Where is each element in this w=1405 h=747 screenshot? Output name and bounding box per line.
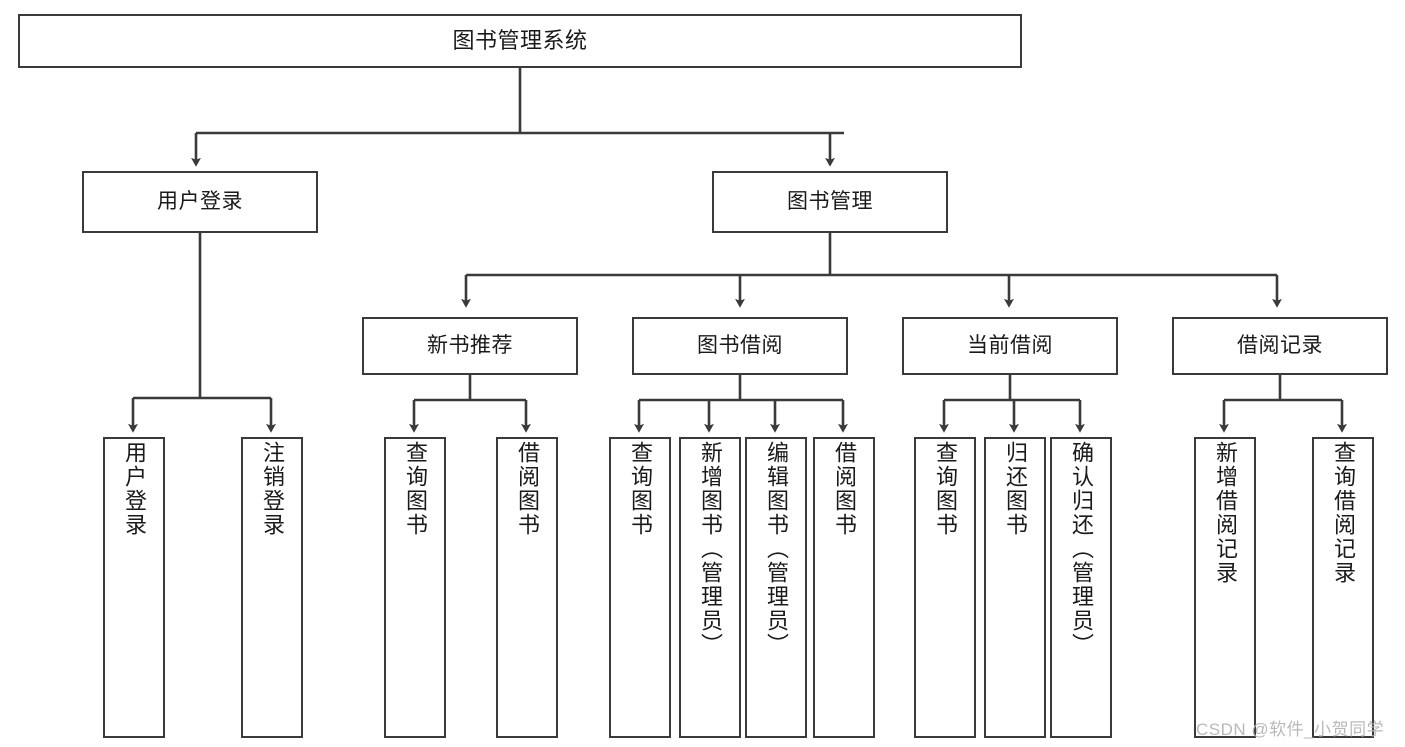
node-root-label: 图书管理系统 bbox=[452, 28, 588, 54]
leaf-current-borrow-confirm[interactable]: 确认归还（管理员） bbox=[1050, 437, 1112, 738]
leaf-new-book-borrow[interactable]: 借阅图书 bbox=[496, 437, 558, 738]
leaf-book-borrow-borrow[interactable]: 借阅图书 bbox=[813, 437, 875, 738]
leaf-user-login-logout[interactable]: 注销登录 bbox=[241, 437, 303, 738]
leaf-book-borrow-edit[interactable]: 编辑图书（管理员） bbox=[745, 437, 807, 738]
node-new-book-recommend[interactable]: 新书推荐 bbox=[362, 317, 578, 375]
leaf-label: 借阅图书 bbox=[515, 441, 540, 537]
leaf-label: 编辑图书（管理员） bbox=[764, 441, 789, 657]
node-borrow-record[interactable]: 借阅记录 bbox=[1172, 317, 1388, 375]
node-book-borrow-label: 图书借阅 bbox=[697, 333, 783, 357]
leaf-label: 查询图书 bbox=[933, 441, 958, 537]
node-book-manage[interactable]: 图书管理 bbox=[712, 171, 948, 233]
node-user-login[interactable]: 用户登录 bbox=[82, 171, 318, 233]
leaf-label: 归还图书 bbox=[1003, 441, 1028, 537]
leaf-label: 查询图书 bbox=[628, 441, 653, 537]
leaf-book-borrow-add[interactable]: 新增图书（管理员） bbox=[679, 437, 741, 738]
leaf-label: 借阅图书 bbox=[832, 441, 857, 537]
leaf-borrow-record-add[interactable]: 新增借阅记录 bbox=[1194, 437, 1256, 738]
node-new-book-recommend-label: 新书推荐 bbox=[427, 333, 513, 357]
leaf-label: 查询图书 bbox=[403, 441, 428, 537]
leaf-new-book-query[interactable]: 查询图书 bbox=[384, 437, 446, 738]
node-borrow-record-label: 借阅记录 bbox=[1237, 333, 1323, 357]
node-book-borrow[interactable]: 图书借阅 bbox=[632, 317, 848, 375]
node-current-borrow[interactable]: 当前借阅 bbox=[902, 317, 1118, 375]
leaf-current-borrow-return[interactable]: 归还图书 bbox=[984, 437, 1046, 738]
leaf-label: 注销登录 bbox=[260, 441, 285, 537]
leaf-label: 确认归还（管理员） bbox=[1069, 441, 1094, 657]
leaf-label: 新增图书（管理员） bbox=[698, 441, 723, 657]
leaf-user-login-login[interactable]: 用户登录 bbox=[103, 437, 165, 738]
leaf-label: 查询借阅记录 bbox=[1331, 441, 1356, 585]
leaf-label: 新增借阅记录 bbox=[1213, 441, 1238, 585]
leaf-borrow-record-query[interactable]: 查询借阅记录 bbox=[1312, 437, 1374, 738]
node-current-borrow-label: 当前借阅 bbox=[967, 333, 1053, 357]
leaf-book-borrow-query[interactable]: 查询图书 bbox=[609, 437, 671, 738]
node-user-login-label: 用户登录 bbox=[157, 189, 243, 213]
leaf-current-borrow-query[interactable]: 查询图书 bbox=[914, 437, 976, 738]
node-root[interactable]: 图书管理系统 bbox=[18, 14, 1022, 68]
node-book-manage-label: 图书管理 bbox=[787, 189, 873, 213]
leaf-label: 用户登录 bbox=[122, 441, 147, 537]
